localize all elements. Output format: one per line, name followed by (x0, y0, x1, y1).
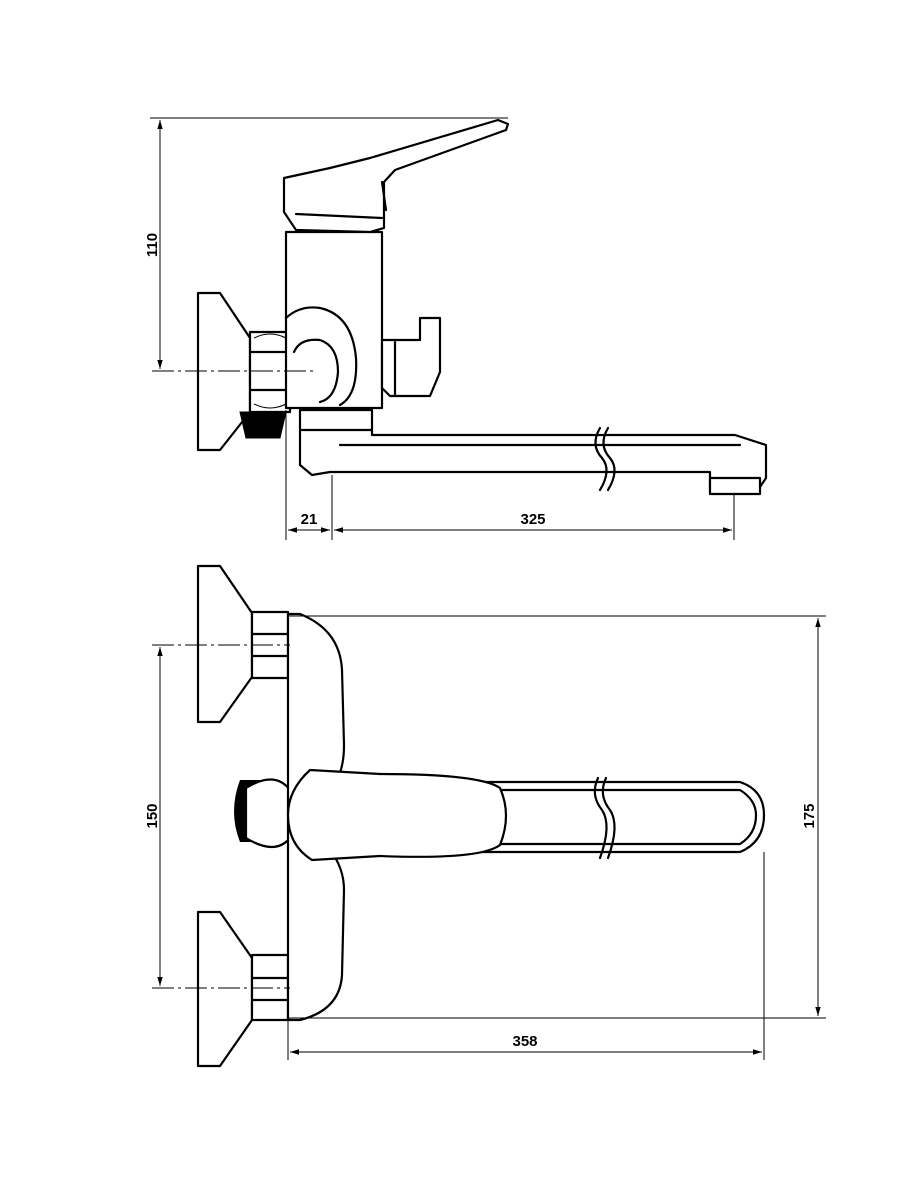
side-threads (239, 411, 287, 439)
dim-front-width: 358 (512, 1033, 537, 1050)
front-top-flange (196, 564, 254, 724)
side-spout (298, 408, 768, 492)
dim-front-height: 175 (801, 803, 818, 828)
side-body (284, 230, 384, 410)
dim-side-spout: 325 (520, 511, 545, 528)
side-diverter-knob (380, 316, 442, 398)
dim-side-offset: 21 (301, 511, 318, 528)
dim-side-height: 110 (144, 233, 161, 257)
front-bottom-flange (196, 910, 254, 1068)
side-view: 110 21 325 (144, 117, 768, 540)
front-view: 150 175 358 (144, 564, 826, 1068)
side-threaded-connector (248, 330, 292, 414)
front-lever (286, 768, 508, 862)
side-lever-handle (282, 118, 510, 234)
side-eccentric (284, 306, 358, 407)
dim-front-centers: 150 (144, 803, 161, 828)
